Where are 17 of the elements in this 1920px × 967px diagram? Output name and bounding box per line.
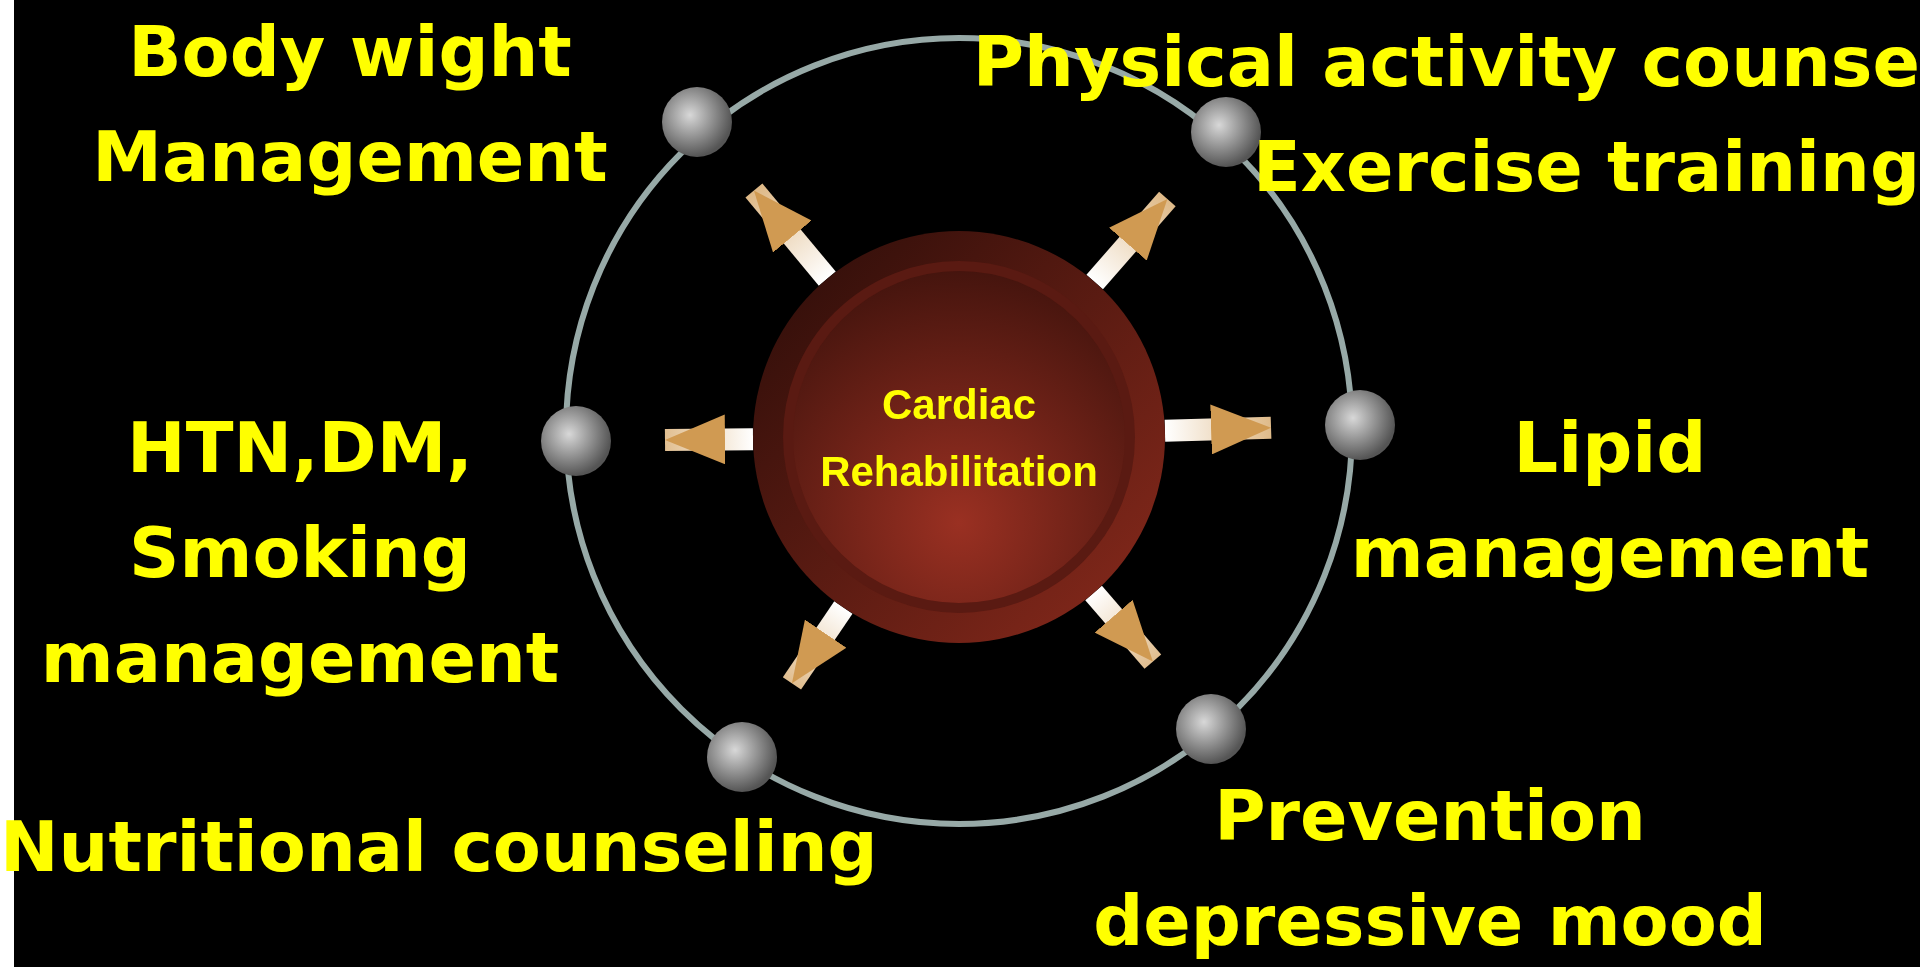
sphere-node [1176,694,1246,764]
sphere-node [662,87,732,157]
arrow [1164,404,1272,455]
arrow [1085,585,1162,669]
sphere-node [1325,390,1395,460]
sphere-node [707,722,777,792]
topic-label: Lipid management [1349,406,1871,596]
sphere-node [541,406,611,476]
topic-label: Body wight Management [91,10,609,200]
topic-label: HTN,DM, Smoking management [39,406,561,701]
topic-label: Prevention depressive mood [1092,774,1768,964]
arrow [1086,191,1176,290]
arrow [664,414,754,465]
center-circle [753,231,1165,643]
arrow [782,601,853,690]
arrow [745,183,836,286]
center-label: Cardiac Rehabilitation [819,380,1099,498]
